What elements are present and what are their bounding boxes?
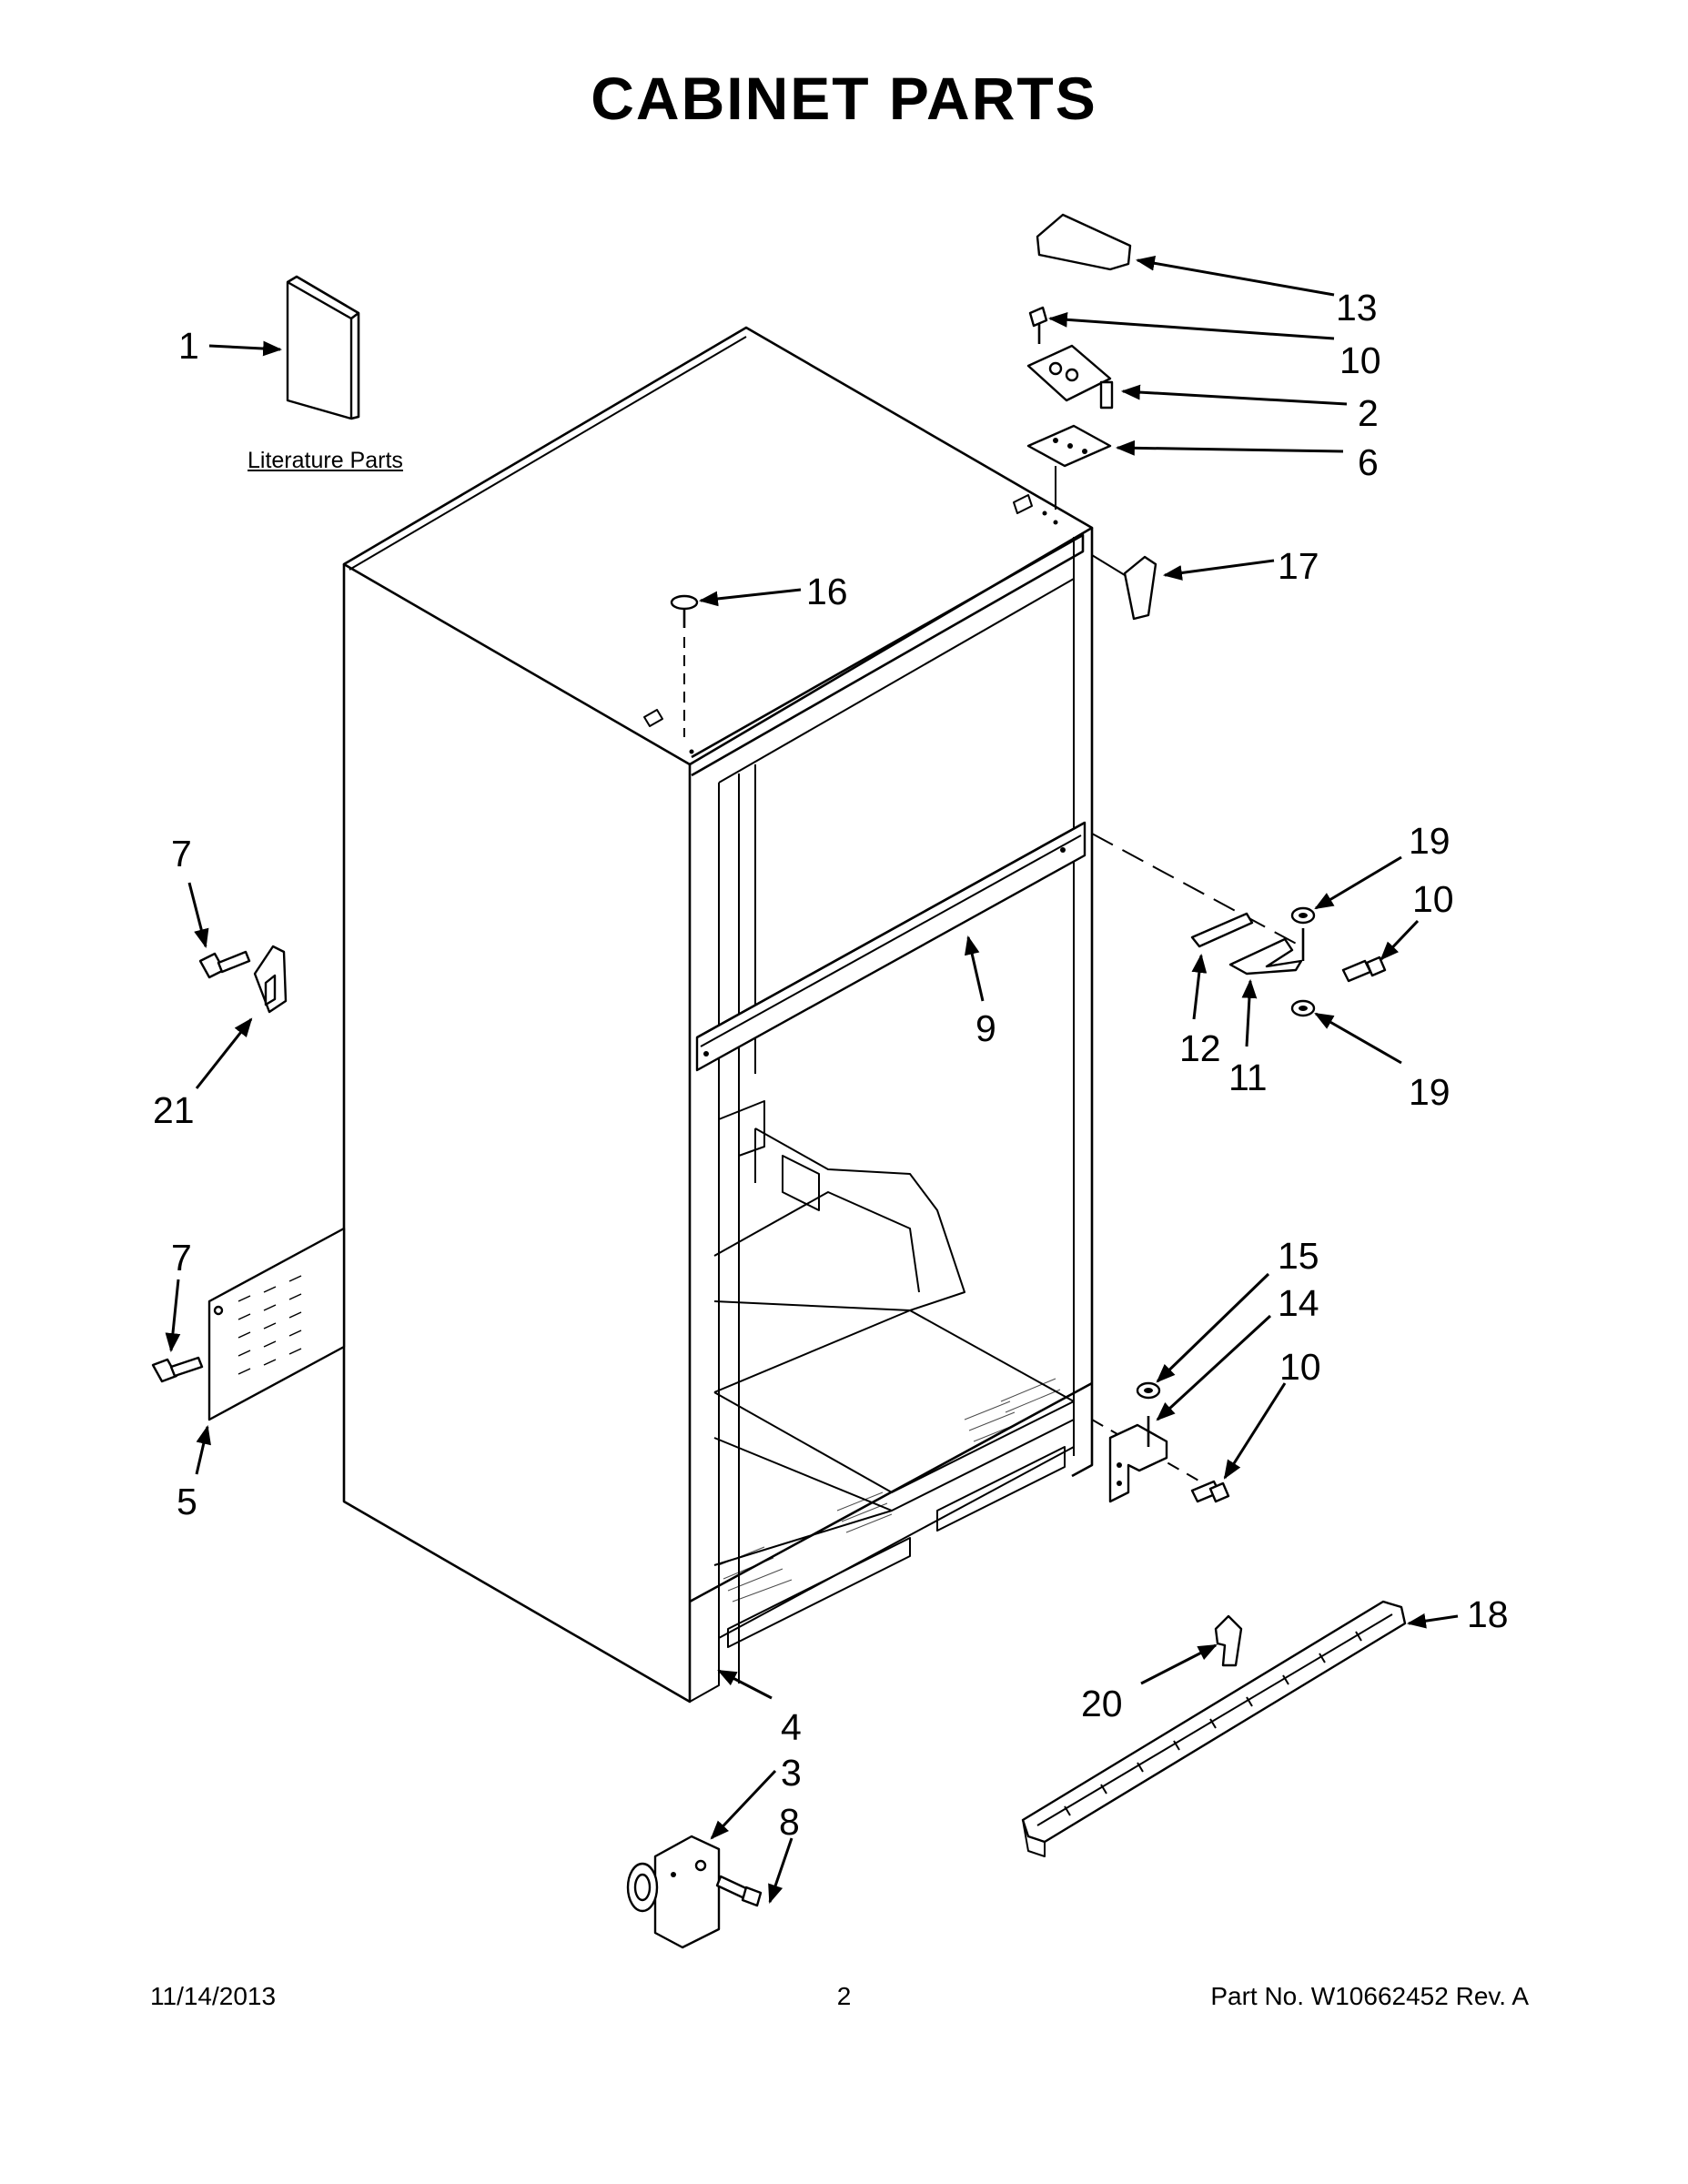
callout-19-upper: 19 — [1409, 820, 1450, 862]
callout-1: 1 — [178, 325, 199, 367]
callout-15: 15 — [1278, 1235, 1319, 1277]
callout-20: 20 — [1081, 1683, 1123, 1724]
hinge-screw-10-mid — [1341, 956, 1387, 983]
callout-5: 5 — [177, 1481, 197, 1522]
mid-hinge-bracket-12 — [1190, 912, 1254, 948]
callout-10-mid: 10 — [1412, 878, 1454, 920]
trim-clip-17 — [1091, 554, 1157, 621]
washer-19-upper — [1290, 906, 1316, 925]
hinge-cover-13 — [1036, 213, 1132, 271]
callout-numbers: 1 13 10 2 6 17 16 7 21 9 19 10 12 11 19 … — [153, 287, 1509, 1843]
callout-13: 13 — [1336, 287, 1378, 329]
callout-10-top: 10 — [1339, 339, 1381, 381]
roller-screw-8 — [715, 1875, 763, 1907]
plug-16 — [670, 594, 699, 737]
mid-hinge-11 — [1228, 928, 1305, 976]
hinge-screw-10-top — [1028, 306, 1048, 344]
toe-grille-18 — [1021, 1600, 1407, 1857]
footer-date: 11/14/2013 — [150, 1982, 277, 2010]
footer-part-number: Part No. W10662452 Rev. A — [1210, 1982, 1529, 2010]
literature-booklet — [286, 275, 360, 420]
callout-6: 6 — [1358, 441, 1379, 483]
literature-parts-label: Literature Parts — [248, 448, 403, 473]
bracket-21 — [253, 945, 288, 1014]
screw-7-lower — [151, 1356, 204, 1383]
callout-4: 4 — [781, 1706, 802, 1748]
callout-2: 2 — [1358, 392, 1379, 434]
top-hinge-2 — [1026, 344, 1114, 410]
refrigerator-cabinet — [342, 326, 1094, 1704]
callout-7-upper: 7 — [171, 833, 192, 875]
callout-21: 21 — [153, 1089, 195, 1131]
callout-3: 3 — [781, 1752, 802, 1794]
callout-11: 11 — [1228, 1057, 1268, 1098]
hinge-shim-6 — [1026, 424, 1112, 468]
callout-18: 18 — [1467, 1593, 1509, 1635]
callout-17: 17 — [1278, 545, 1319, 587]
washer-15 — [1136, 1381, 1161, 1400]
grille-clip-20 — [1214, 1614, 1243, 1667]
callout-8: 8 — [779, 1801, 800, 1843]
callout-16: 16 — [806, 571, 848, 612]
callout-14: 14 — [1278, 1282, 1319, 1324]
callout-10-bottom: 10 — [1279, 1346, 1321, 1388]
mid-hinge-axis — [1091, 833, 1302, 947]
hinge-screw-10-bottom — [1190, 1480, 1230, 1503]
callout-7-lower: 7 — [171, 1237, 192, 1279]
leader-arrows — [165, 256, 1459, 1904]
footer-page-number: 2 — [836, 1982, 852, 2010]
callout-9: 9 — [975, 1007, 996, 1049]
roller-assembly-3 — [626, 1835, 721, 1949]
screw-7-upper — [198, 950, 251, 979]
rear-panel — [207, 1227, 346, 1421]
callout-12: 12 — [1179, 1027, 1221, 1069]
bottom-hinge-14 — [1108, 1416, 1168, 1503]
callout-19-lower: 19 — [1409, 1071, 1450, 1113]
page-title: CABINET PARTS — [591, 65, 1097, 132]
washer-19-lower — [1290, 999, 1316, 1017]
